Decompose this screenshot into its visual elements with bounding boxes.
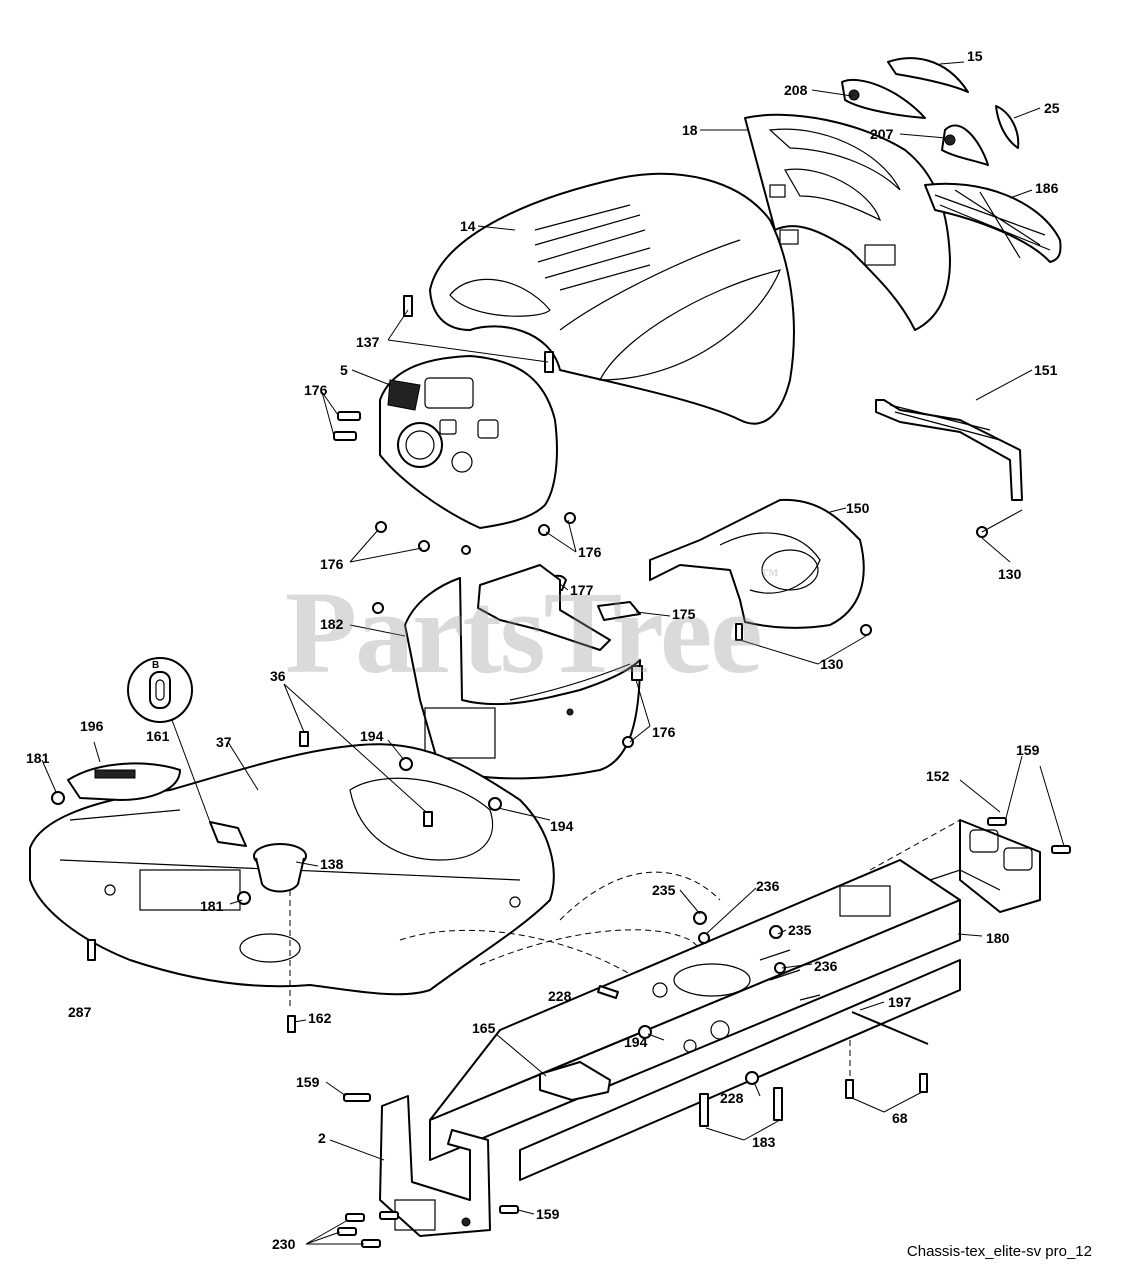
part-165-plate[interactable] bbox=[539, 1061, 611, 1101]
part-235-spacers[interactable] bbox=[693, 911, 783, 939]
callout-25[interactable]: 25 bbox=[1044, 100, 1060, 116]
part-228-fasteners[interactable] bbox=[597, 985, 759, 1085]
part-68-bolts[interactable] bbox=[845, 1073, 928, 1099]
callout-287[interactable]: 287 bbox=[68, 1004, 92, 1020]
callout-14[interactable]: 14 bbox=[460, 218, 476, 234]
callout-194-upper[interactable]: 194 bbox=[360, 728, 384, 744]
part-162-bolt[interactable] bbox=[287, 1015, 296, 1033]
callout-228-lower[interactable]: 228 bbox=[720, 1090, 744, 1106]
callout-183[interactable]: 183 bbox=[752, 1134, 776, 1150]
part-130-screw-upper[interactable] bbox=[976, 509, 1023, 538]
callout-15[interactable]: 15 bbox=[967, 48, 983, 64]
diagram-caption: Chassis-tex_elite-sv pro_12 bbox=[906, 1243, 1092, 1260]
callout-159-front[interactable]: 159 bbox=[1016, 742, 1040, 758]
callout-194-mid[interactable]: 194 bbox=[550, 818, 574, 834]
part-194-nuts-upper[interactable] bbox=[399, 757, 502, 811]
part-130-screws-lower[interactable] bbox=[735, 623, 872, 641]
part-14-hood[interactable] bbox=[429, 172, 795, 425]
callout-207[interactable]: 207 bbox=[870, 126, 894, 142]
part-186-mesh-grille[interactable] bbox=[924, 182, 1062, 263]
watermark-text: PartsTree bbox=[285, 567, 763, 698]
part-197-rod[interactable] bbox=[851, 1011, 929, 1045]
part-152-front-bracket[interactable] bbox=[929, 819, 1041, 913]
callout-176-right[interactable]: 176 bbox=[578, 544, 602, 560]
part-161-clip[interactable] bbox=[209, 821, 247, 847]
callout-130-upper[interactable]: 130 bbox=[998, 566, 1022, 582]
callout-151[interactable]: 151 bbox=[1034, 362, 1058, 378]
callout-230[interactable]: 230 bbox=[272, 1236, 296, 1252]
part-15-lens[interactable] bbox=[887, 57, 969, 93]
inset-letter: B bbox=[152, 660, 160, 671]
part-194-nuts-lower[interactable] bbox=[638, 1025, 652, 1039]
part-208-light-housing[interactable] bbox=[841, 78, 926, 119]
part-287-bolt[interactable] bbox=[87, 939, 96, 961]
callout-18[interactable]: 18 bbox=[682, 122, 698, 138]
callout-2[interactable]: 2 bbox=[318, 1130, 326, 1146]
callout-228-upper[interactable]: 228 bbox=[548, 988, 572, 1004]
callout-137[interactable]: 137 bbox=[356, 334, 380, 350]
callout-181-mid[interactable]: 181 bbox=[200, 898, 224, 914]
callout-176-bottom[interactable]: 176 bbox=[652, 724, 676, 740]
callout-5[interactable]: 5 bbox=[340, 362, 348, 378]
callout-159-lower[interactable]: 159 bbox=[536, 1206, 560, 1222]
part-176-screws-lower[interactable] bbox=[372, 512, 643, 748]
part-150-air-shroud[interactable] bbox=[649, 498, 865, 629]
callout-159-rear[interactable]: 159 bbox=[296, 1074, 320, 1090]
callout-150[interactable]: 150 bbox=[846, 500, 870, 516]
callout-176-upper[interactable]: 176 bbox=[304, 382, 328, 398]
part-25-lens[interactable] bbox=[995, 105, 1020, 149]
inset-detail-circle bbox=[127, 657, 211, 823]
part-5-dashboard[interactable] bbox=[379, 355, 558, 529]
callout-175[interactable]: 175 bbox=[672, 606, 696, 622]
part-230-bolts[interactable] bbox=[337, 1211, 399, 1248]
callout-194-lower[interactable]: 194 bbox=[624, 1034, 648, 1050]
part-196-decal[interactable] bbox=[67, 762, 181, 801]
callout-236-upper[interactable]: 236 bbox=[756, 878, 780, 894]
callout-leader-lines bbox=[41, 61, 1065, 1245]
callout-68[interactable]: 68 bbox=[892, 1110, 908, 1126]
callout-165[interactable]: 165 bbox=[472, 1020, 496, 1036]
callout-130-lower[interactable]: 130 bbox=[820, 656, 844, 672]
part-236-spacers[interactable] bbox=[698, 932, 786, 974]
part-207-light-housing[interactable] bbox=[941, 124, 989, 166]
callout-138[interactable]: 138 bbox=[320, 856, 344, 872]
callout-196[interactable]: 196 bbox=[80, 718, 104, 734]
part-18-grille-frame[interactable] bbox=[744, 113, 951, 331]
part-181-nut-mid[interactable] bbox=[237, 891, 251, 905]
callout-235-upper[interactable]: 235 bbox=[652, 882, 676, 898]
callout-177[interactable]: 177 bbox=[570, 582, 594, 598]
callout-161[interactable]: 161 bbox=[146, 728, 170, 744]
part-151-bracket[interactable] bbox=[875, 399, 1023, 501]
callout-176-left[interactable]: 176 bbox=[320, 556, 344, 572]
callout-182[interactable]: 182 bbox=[320, 616, 344, 632]
callout-181-left[interactable]: 181 bbox=[26, 750, 50, 766]
part-159-bolts-front[interactable] bbox=[987, 817, 1071, 854]
part-181-nut-left[interactable] bbox=[51, 791, 65, 805]
part-159-bolts-rear[interactable] bbox=[343, 1093, 519, 1214]
callout-208[interactable]: 208 bbox=[784, 82, 808, 98]
callout-152[interactable]: 152 bbox=[926, 768, 950, 784]
part-138-cup-holder[interactable] bbox=[253, 843, 307, 893]
part-137-bumper-upper[interactable] bbox=[403, 295, 413, 317]
callout-197[interactable]: 197 bbox=[888, 994, 912, 1010]
callout-235-lower[interactable]: 235 bbox=[788, 922, 812, 938]
trademark-mark: ™ bbox=[760, 565, 779, 585]
callout-236-lower[interactable]: 236 bbox=[814, 958, 838, 974]
part-183-bolts[interactable] bbox=[699, 1087, 783, 1127]
part-2-rear-bracket[interactable] bbox=[379, 1095, 491, 1237]
watermark: PartsTree™ bbox=[285, 565, 779, 701]
callout-37[interactable]: 37 bbox=[216, 734, 232, 750]
callout-162[interactable]: 162 bbox=[308, 1010, 332, 1026]
part-175-bracket[interactable] bbox=[597, 601, 641, 621]
part-176-screws-upper[interactable] bbox=[333, 411, 361, 441]
callout-186[interactable]: 186 bbox=[1035, 180, 1059, 196]
callout-36[interactable]: 36 bbox=[270, 668, 286, 684]
dash-mount-bracket[interactable] bbox=[477, 564, 611, 651]
callout-180[interactable]: 180 bbox=[986, 930, 1010, 946]
